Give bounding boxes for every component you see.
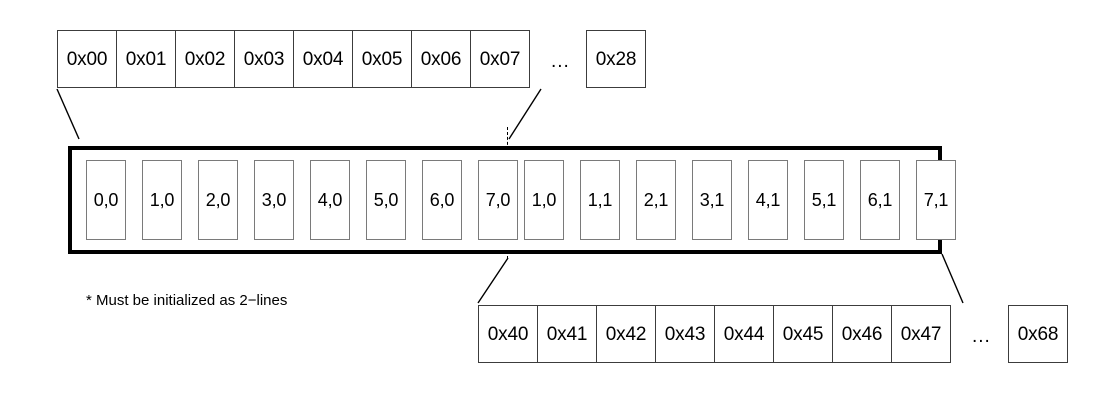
cache-slot-9: 1,1 bbox=[580, 160, 620, 240]
leader-top-left bbox=[56, 88, 80, 140]
cache-slot-13: 5,1 bbox=[804, 160, 844, 240]
initialization-note: * Must be initialized as 2−lines bbox=[86, 292, 288, 309]
cache-slot-14: 6,1 bbox=[860, 160, 900, 240]
cache-slot-0: 0,0 bbox=[86, 160, 126, 240]
cache-slot-6: 6,0 bbox=[422, 160, 462, 240]
bottom-row-tail-address-cell: 0x68 bbox=[1008, 305, 1068, 363]
bottom-address-cell-2: 0x42 bbox=[596, 305, 656, 363]
leader-bottom-left bbox=[477, 257, 509, 304]
top-address-cell-0: 0x00 bbox=[57, 30, 117, 88]
leader-top-right bbox=[508, 88, 542, 140]
bottom-address-cell-0: 0x40 bbox=[478, 305, 538, 363]
cache-slot-2: 2,0 bbox=[198, 160, 238, 240]
top-address-cell-5: 0x05 bbox=[352, 30, 412, 88]
bottom-row-ellipsis: ... bbox=[972, 326, 991, 347]
cache-slot-11: 3,1 bbox=[692, 160, 732, 240]
top-address-cell-2: 0x02 bbox=[175, 30, 235, 88]
top-address-cell-1: 0x01 bbox=[116, 30, 176, 88]
bottom-address-cell-5: 0x45 bbox=[773, 305, 833, 363]
bottom-address-cell-3: 0x43 bbox=[655, 305, 715, 363]
cache-slot-7: 7,0 bbox=[478, 160, 518, 240]
bottom-address-cell-4: 0x44 bbox=[714, 305, 774, 363]
cache-slot-1: 1,0 bbox=[142, 160, 182, 240]
top-row-tail-address-cell: 0x28 bbox=[586, 30, 646, 88]
bottom-address-cell-6: 0x46 bbox=[832, 305, 892, 363]
top-address-cell-4: 0x04 bbox=[293, 30, 353, 88]
bottom-address-cell-1: 0x41 bbox=[537, 305, 597, 363]
cache-slot-5: 5,0 bbox=[366, 160, 406, 240]
cache-slot-8: 1,0 bbox=[524, 160, 564, 240]
cache-slot-4: 4,0 bbox=[310, 160, 350, 240]
top-address-cell-7: 0x07 bbox=[470, 30, 530, 88]
top-address-cell-6: 0x06 bbox=[411, 30, 471, 88]
top-row-ellipsis: ... bbox=[551, 51, 570, 72]
cache-slot-12: 4,1 bbox=[748, 160, 788, 240]
leader-bottom-right bbox=[941, 253, 964, 304]
bottom-address-cell-7: 0x47 bbox=[891, 305, 951, 363]
cache-slot-15: 7,1 bbox=[916, 160, 956, 240]
cache-slot-3: 3,0 bbox=[254, 160, 294, 240]
cache-slot-10: 2,1 bbox=[636, 160, 676, 240]
